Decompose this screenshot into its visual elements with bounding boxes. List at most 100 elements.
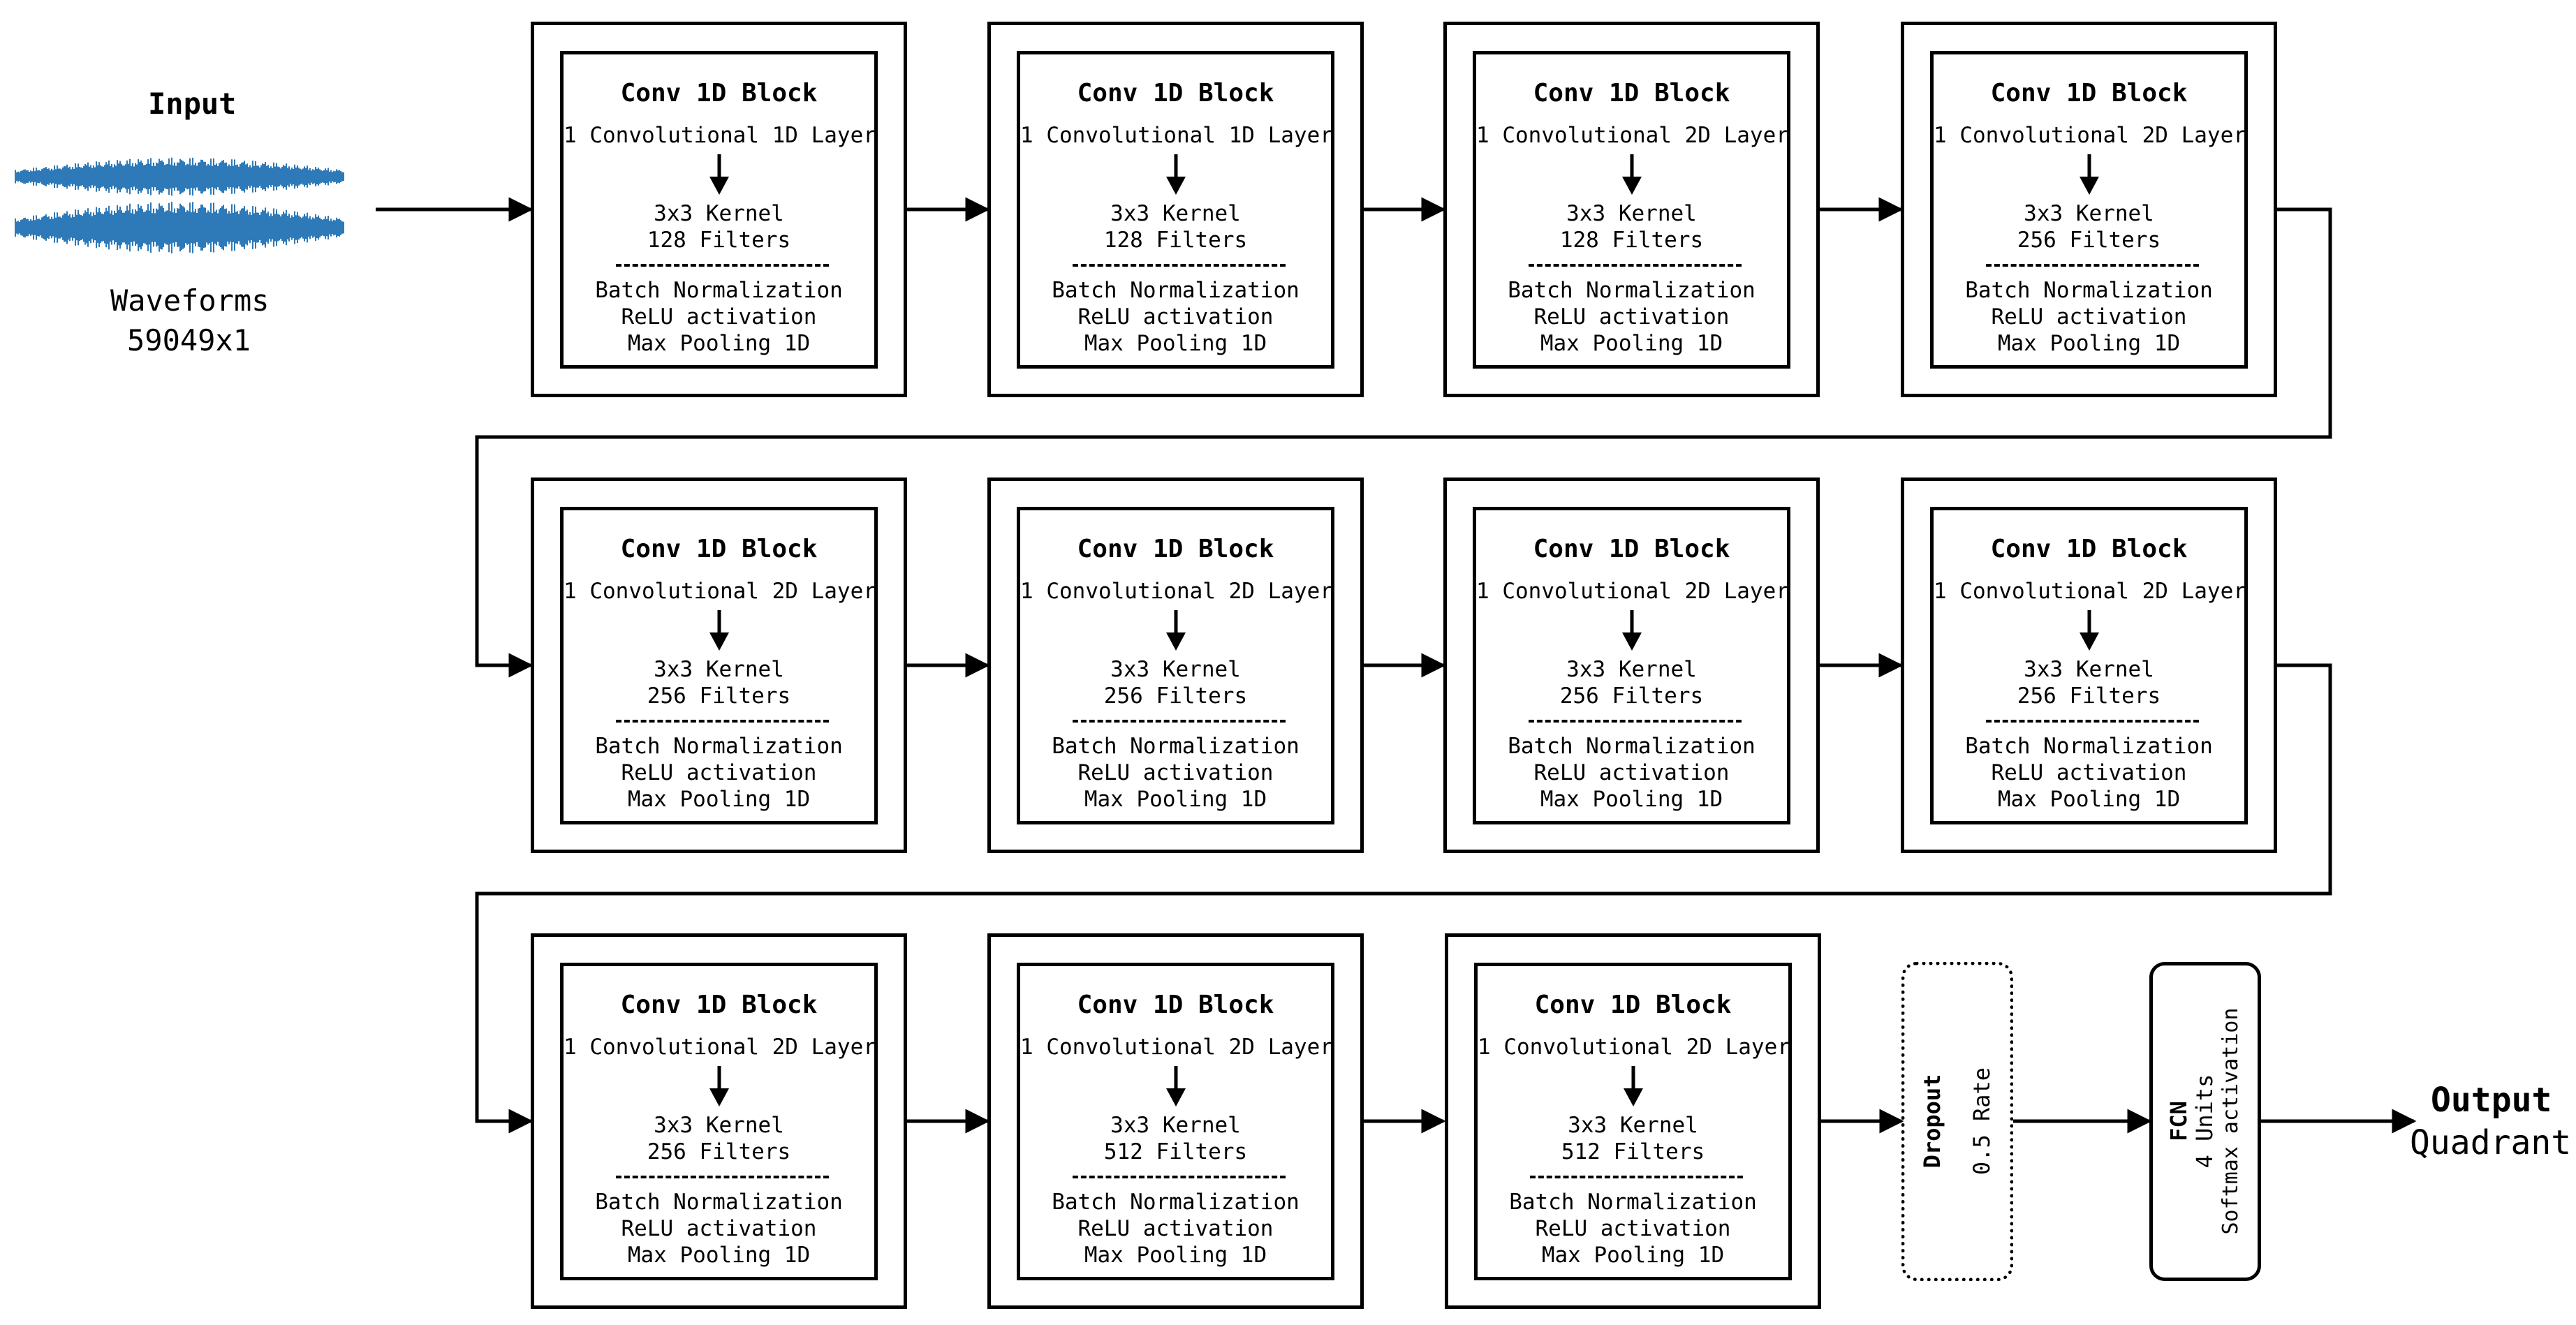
block-pooling: Max Pooling 1D <box>1084 787 1267 812</box>
block-batch-norm: Batch Normalization <box>1509 1190 1757 1215</box>
block-title: Conv 1D Block <box>620 79 818 108</box>
down-arrow-icon <box>2080 610 2099 651</box>
block-title: Conv 1D Block <box>1077 79 1274 108</box>
block-layer: 1 Convolutional 2D Layer <box>564 1035 876 1060</box>
output-label: Quadrant <box>2410 1123 2572 1162</box>
block-title: Conv 1D Block <box>1533 79 1730 108</box>
fcn-box <box>2149 962 2261 1281</box>
block-filters: 256 Filters <box>1559 683 1704 709</box>
arrow-block4-to-block5 <box>475 207 2332 678</box>
block-kernel: 3x3 Kernel <box>654 201 784 226</box>
block-activation: ReLU activation <box>621 1216 817 1241</box>
block-kernel: 3x3 Kernel <box>654 657 784 682</box>
block-activation: ReLU activation <box>1991 760 2187 785</box>
dashed-separator <box>616 720 829 723</box>
block-pooling: Max Pooling 1D <box>1997 787 2181 812</box>
block-batch-norm: Batch Normalization <box>1508 734 1756 759</box>
block-layer: 1 Convolutional 2D Layer <box>1020 1035 1333 1060</box>
block-kernel: 3x3 Kernel <box>654 1113 784 1138</box>
fcn-activation: Softmax activation <box>2218 1007 2243 1235</box>
block-title: Conv 1D Block <box>620 535 818 563</box>
block-activation: ReLU activation <box>621 304 817 330</box>
dropout-box <box>1901 962 2013 1281</box>
block-batch-norm: Batch Normalization <box>595 278 843 303</box>
block-kernel: 3x3 Kernel <box>1566 657 1697 682</box>
down-arrow-icon <box>1622 610 1642 651</box>
block-activation: ReLU activation <box>1533 304 1730 330</box>
waveform-icon <box>15 157 344 253</box>
block-filters: 256 Filters <box>647 1139 791 1164</box>
fcn-title: FCN <box>2165 1101 2192 1141</box>
down-arrow-icon <box>709 1066 729 1106</box>
block-pooling: Max Pooling 1D <box>1084 331 1267 356</box>
block-kernel: 3x3 Kernel <box>2024 657 2154 682</box>
block-layer: 1 Convolutional 2D Layer <box>1934 579 2246 604</box>
block-batch-norm: Batch Normalization <box>1052 734 1300 759</box>
fcn-units: 4 Units <box>2191 1074 2218 1169</box>
block-title: Conv 1D Block <box>1534 991 1732 1019</box>
block-layer: 1 Convolutional 2D Layer <box>1020 579 1333 604</box>
input-title: Input <box>148 87 237 121</box>
down-arrow-icon <box>709 610 729 651</box>
arrow-block8-to-block9 <box>475 663 2332 1134</box>
waveform-image <box>15 157 344 253</box>
dashed-separator <box>1529 720 1742 723</box>
input-label-waveforms: Waveforms <box>110 283 270 318</box>
block-filters: 256 Filters <box>2017 228 2161 253</box>
block-pooling: Max Pooling 1D <box>1084 1243 1267 1268</box>
block-filters: 128 Filters <box>1103 228 1248 253</box>
block-filters: 512 Filters <box>1103 1139 1248 1164</box>
block-batch-norm: Batch Normalization <box>595 1190 843 1215</box>
dashed-separator <box>616 1176 829 1178</box>
block-filters: 512 Filters <box>1561 1139 1705 1164</box>
dashed-separator <box>1986 720 2199 723</box>
block-activation: ReLU activation <box>1077 1216 1274 1241</box>
block-kernel: 3x3 Kernel <box>1566 201 1697 226</box>
block-pooling: Max Pooling 1D <box>1540 331 1723 356</box>
conv-block-3: Conv 1D Block 1 Convolutional 2D Layer 3x3… <box>1443 22 1820 397</box>
block-pooling: Max Pooling 1D <box>627 331 811 356</box>
block-layer: 1 Convolutional 2D Layer <box>1476 123 1789 148</box>
dropout-title: Dropout <box>1919 1074 1945 1169</box>
down-arrow-icon <box>709 154 729 195</box>
block-layer: 1 Convolutional 1D Layer <box>1020 123 1333 148</box>
block-title: Conv 1D Block <box>1077 991 1274 1019</box>
block-batch-norm: Batch Normalization <box>595 734 843 759</box>
down-arrow-icon <box>1166 1066 1186 1106</box>
down-arrow-icon <box>2080 154 2099 195</box>
block-batch-norm: Batch Normalization <box>1965 278 2213 303</box>
block-kernel: 3x3 Kernel <box>2024 201 2154 226</box>
down-arrow-icon <box>1624 1066 1643 1106</box>
block-activation: ReLU activation <box>1077 760 1274 785</box>
block-layer: 1 Convolutional 1D Layer <box>564 123 876 148</box>
block-activation: ReLU activation <box>1535 1216 1731 1241</box>
block-pooling: Max Pooling 1D <box>1997 331 2181 356</box>
block-activation: ReLU activation <box>1533 760 1730 785</box>
dropout-rate: 0.5 Rate <box>1968 1067 1995 1176</box>
block-title: Conv 1D Block <box>1533 535 1730 563</box>
block-pooling: Max Pooling 1D <box>627 1243 811 1268</box>
input-label-shape: 59049x1 <box>127 323 251 357</box>
block-kernel: 3x3 Kernel <box>1110 657 1241 682</box>
dashed-separator <box>1986 264 2199 267</box>
down-arrow-icon <box>1166 610 1186 651</box>
conv-block-1: Conv 1D Block 1 Convolutional 1D Layer 3x3… <box>531 22 907 397</box>
block-title: Conv 1D Block <box>620 991 818 1019</box>
block-layer: 1 Convolutional 2D Layer <box>1478 1035 1790 1060</box>
conv-block-inner: Conv 1D Block 1 Convolutional 2D Layer 3x3… <box>560 963 878 1280</box>
block-batch-norm: Batch Normalization <box>1052 278 1300 303</box>
conv-block-inner: Conv 1D Block 1 Convolutional 2D Layer 3x3… <box>1473 51 1790 369</box>
